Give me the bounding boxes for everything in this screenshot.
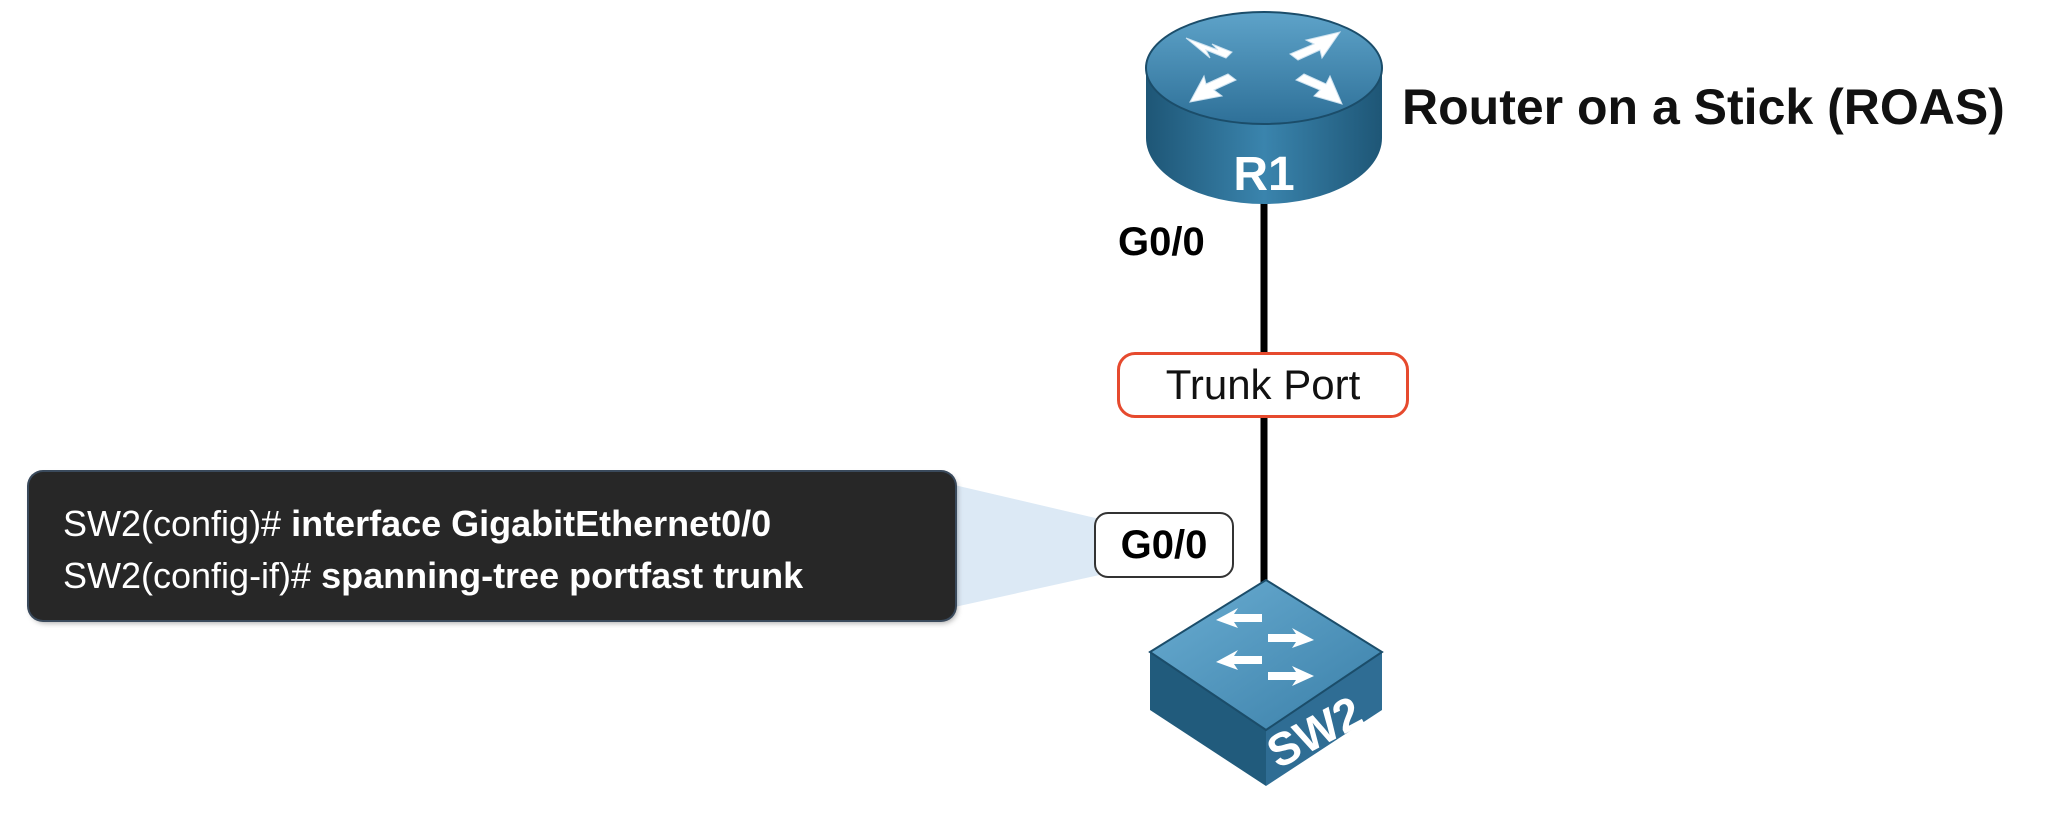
router-icon: R1 — [1145, 11, 1383, 204]
cli-line: SW2(config)# interface GigabitEthernet0/… — [63, 498, 921, 550]
cli-prompt: SW2(config-if)# — [63, 555, 322, 596]
cli-command: spanning-tree portfast trunk — [321, 555, 804, 596]
diagram-title: Router on a Stick (ROAS) — [1402, 79, 2005, 135]
router-interface-label: G0/0 — [1118, 220, 1205, 264]
router-label: R1 — [1233, 148, 1294, 201]
cli-command: interface GigabitEthernet0/0 — [291, 503, 772, 544]
cli-line: SW2(config-if)# spanning-tree portfast t… — [63, 550, 921, 602]
trunk-port-label: Trunk Port — [1117, 352, 1409, 418]
switch-interface-label: G0/0 — [1094, 512, 1234, 578]
switch-icon: SW2 — [1148, 578, 1384, 786]
cli-callout: SW2(config)# interface GigabitEthernet0/… — [29, 472, 955, 620]
callout-pointer — [950, 484, 1104, 608]
cli-prompt: SW2(config)# — [63, 503, 292, 544]
